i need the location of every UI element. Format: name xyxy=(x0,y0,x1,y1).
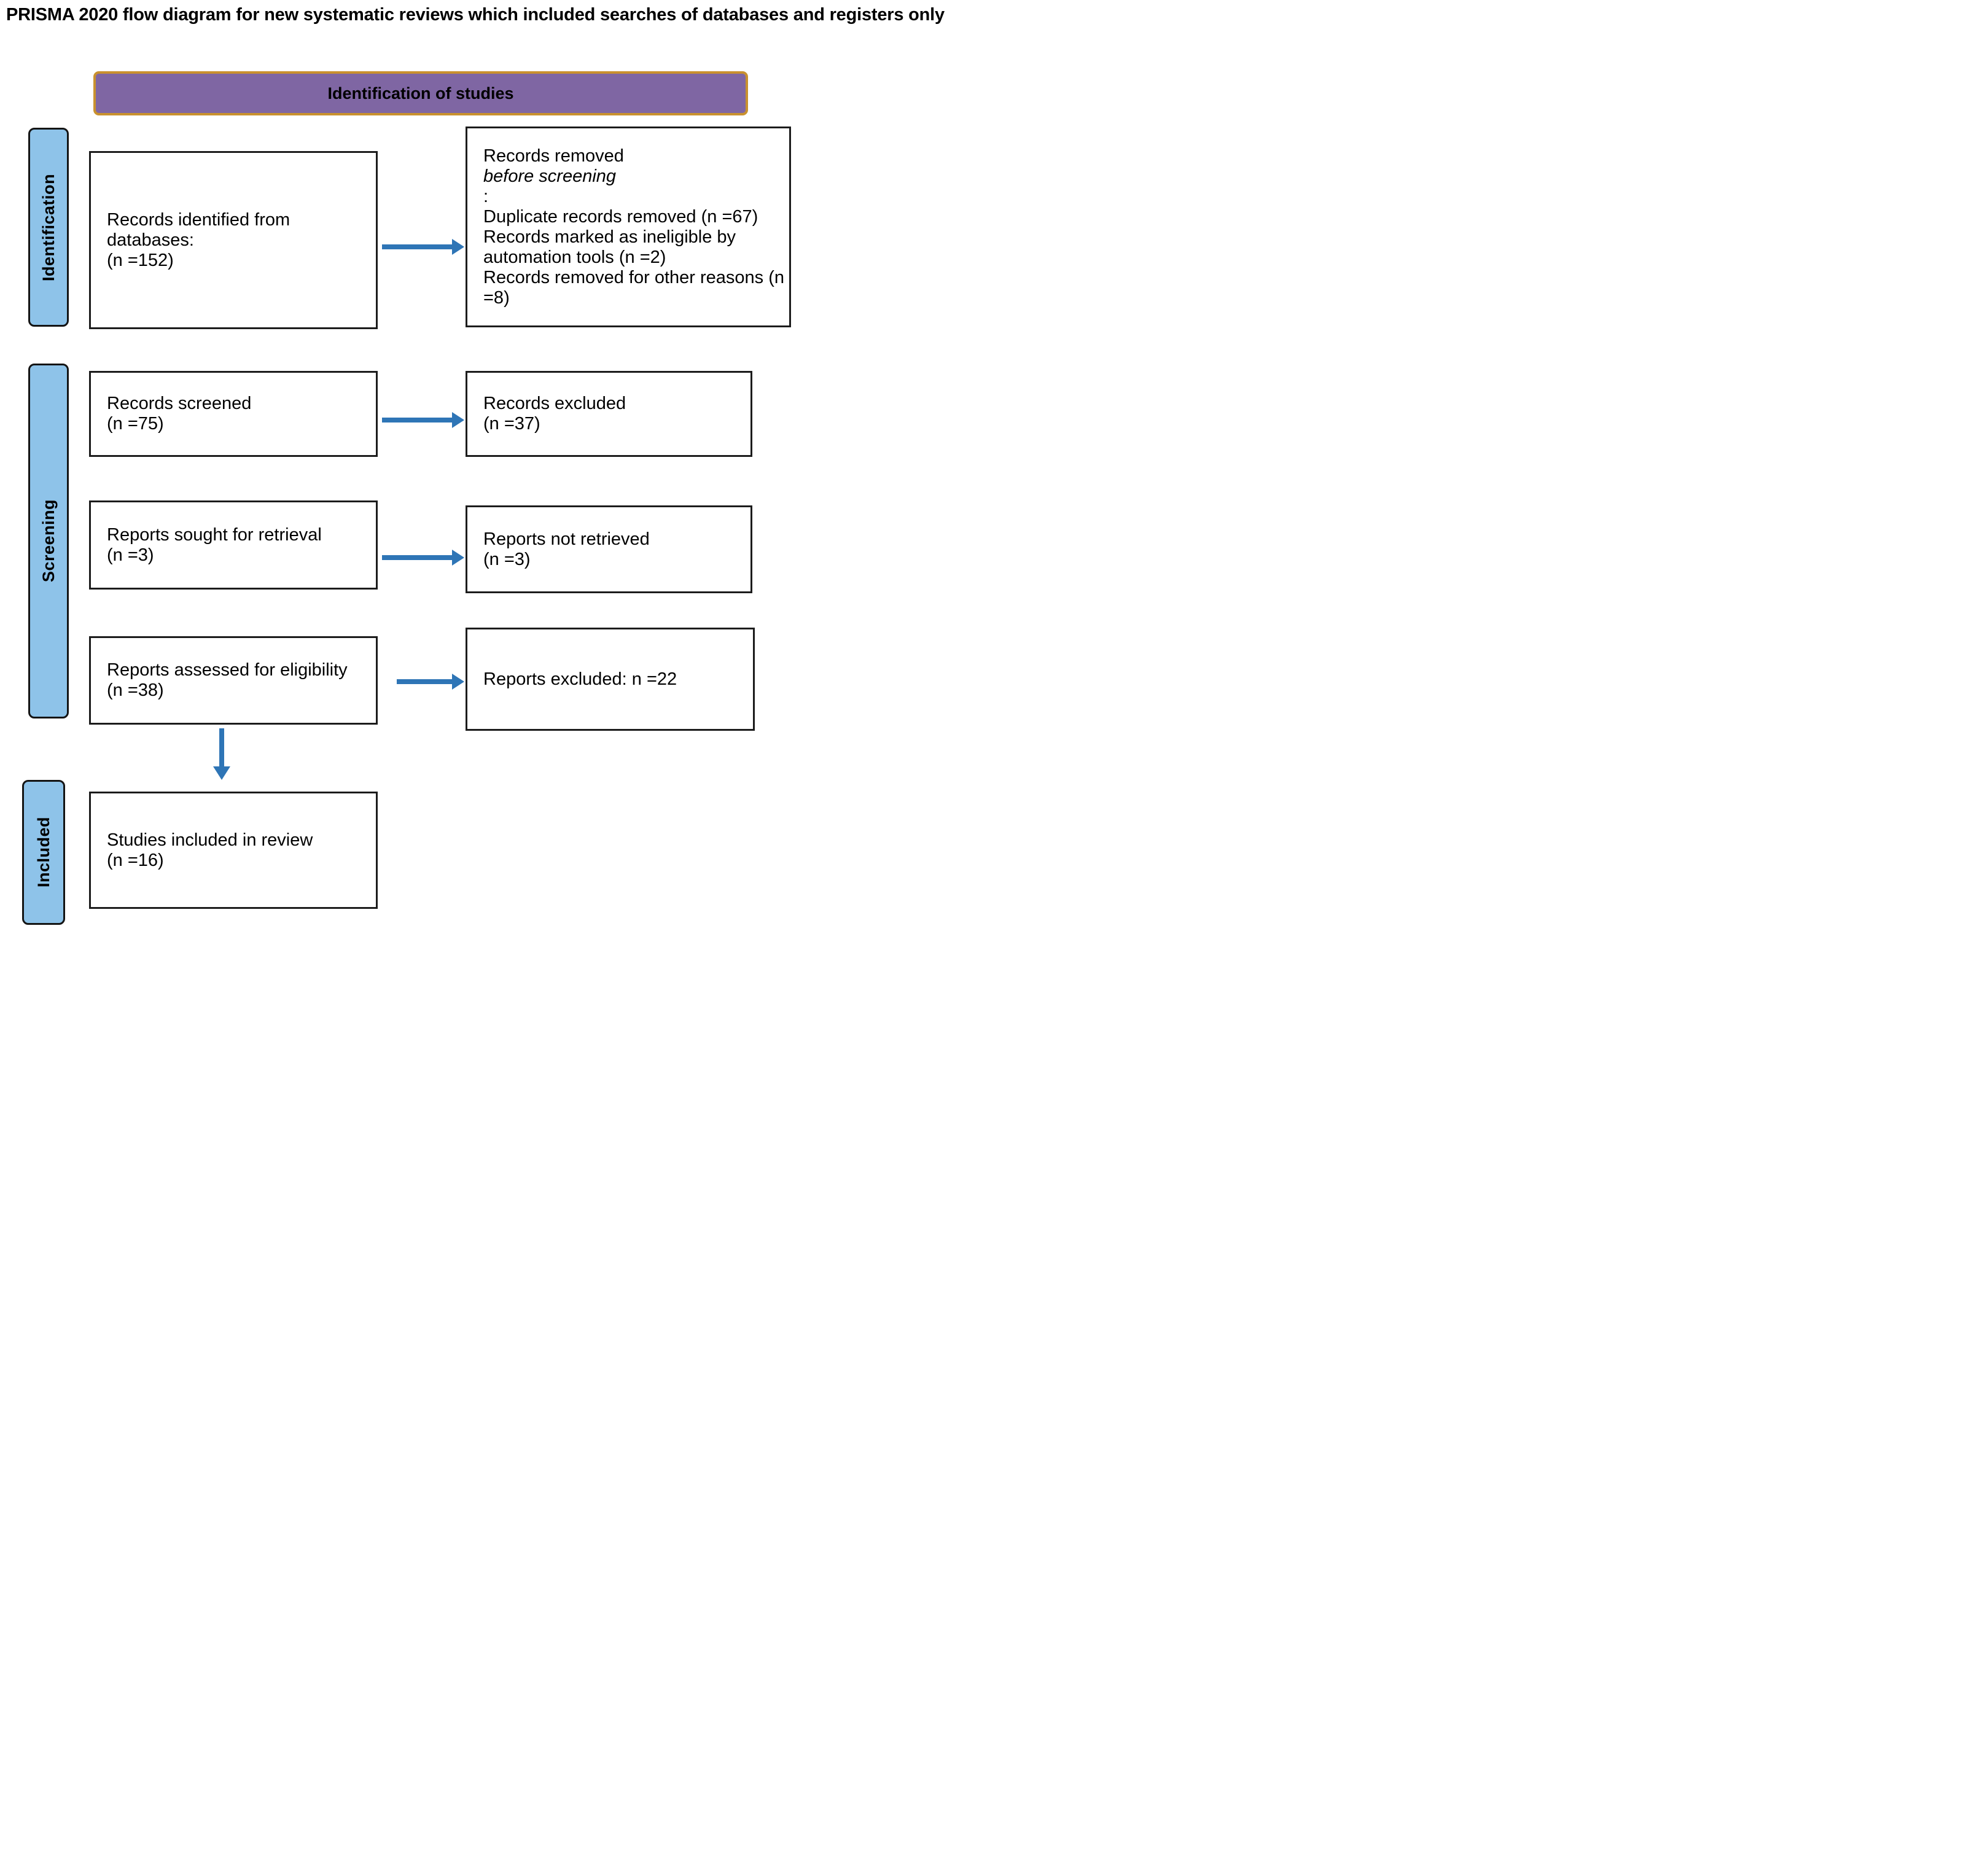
stage-bar-included: Included xyxy=(22,780,65,925)
arrow-sought-to-not-retrieved-icon xyxy=(382,550,464,566)
arrow-head xyxy=(452,239,464,255)
box-studies-included-in-review: Studies included in review(n =16) xyxy=(89,792,378,909)
arrow-identified-to-removed-icon xyxy=(382,239,464,255)
banner-label: Identification of studies xyxy=(327,84,514,103)
stage-label-included: Included xyxy=(34,817,53,888)
box-reports-assessed-for-eligibility: Reports assessed for eligibility(n =38) xyxy=(89,636,378,725)
arrow-shaft xyxy=(219,728,224,766)
arrow-head xyxy=(452,674,464,690)
arrow-shaft xyxy=(397,679,452,684)
arrow-screened-to-excluded-icon xyxy=(382,412,464,428)
page-title: PRISMA 2020 flow diagram for new systema… xyxy=(6,5,945,25)
arrow-head xyxy=(213,766,230,780)
stage-label-identification: Identification xyxy=(39,173,58,281)
box-records-excluded: Records excluded(n =37) xyxy=(466,371,752,457)
arrow-shaft xyxy=(382,418,452,422)
stage-bar-identification: Identification xyxy=(28,128,69,327)
arrow-shaft xyxy=(382,244,452,249)
box-records-screened: Records screened(n =75) xyxy=(89,371,378,457)
prisma-flow-diagram: PRISMA 2020 flow diagram for new systema… xyxy=(0,0,995,937)
box-records-removed-before-screening: Records removed before screening:Duplica… xyxy=(466,127,791,327)
box-reports-sought-for-retrieval: Reports sought for retrieval(n =3) xyxy=(89,500,378,590)
box-reports-not-retrieved: Reports not retrieved(n =3) xyxy=(466,505,752,593)
stage-bar-screening: Screening xyxy=(28,364,69,718)
arrow-head xyxy=(452,550,464,566)
identification-of-studies-banner: Identification of studies xyxy=(93,71,748,115)
arrow-head xyxy=(452,412,464,428)
arrow-shaft xyxy=(382,555,452,560)
stage-label-screening: Screening xyxy=(39,499,58,583)
arrow-assessed-to-included-icon xyxy=(213,728,230,780)
arrow-assessed-to-excluded-icon xyxy=(397,674,464,690)
box-reports-excluded: Reports excluded: n =22 xyxy=(466,628,755,731)
